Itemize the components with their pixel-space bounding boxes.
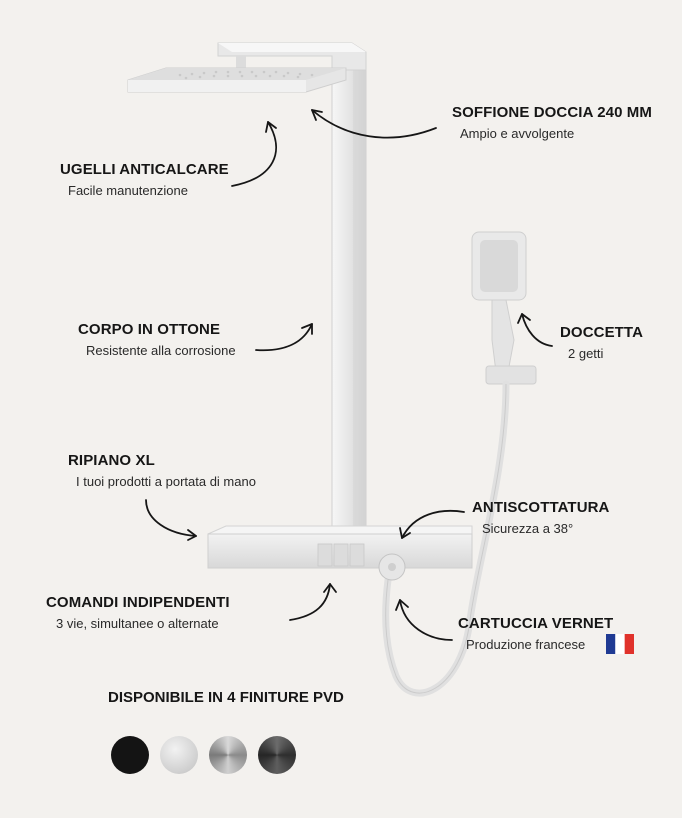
feature-corpo: CORPO IN OTTONE Resistente alla corrosio…	[78, 321, 236, 358]
feature-title: UGELLI ANTICALCARE	[60, 161, 229, 178]
feature-title: COMANDI INDIPENDENTI	[46, 594, 230, 611]
arrow-icon	[311, 109, 437, 139]
feature-ripiano: RIPIANO XL I tuoi prodotti a portata di …	[68, 452, 256, 489]
feature-comandi: COMANDI INDIPENDENTI 3 vie, simultanee o…	[46, 594, 230, 631]
arrow-icon	[255, 323, 313, 352]
finish-swatch-black[interactable]	[111, 736, 149, 774]
thermostatic-shelf	[207, 525, 473, 581]
feature-subtitle: Resistente alla corrosione	[86, 343, 236, 358]
rain-shower-head	[127, 67, 347, 93]
shower-arm	[217, 42, 367, 71]
feature-subtitle: Facile manutenzione	[68, 183, 188, 198]
feature-title: CORPO IN OTTONE	[78, 321, 221, 338]
shower-column	[331, 69, 367, 543]
arrow-icon	[517, 313, 553, 347]
feature-subtitle: I tuoi prodotti a portata di mano	[76, 474, 256, 489]
finish-swatch-gun-metal[interactable]	[258, 736, 296, 774]
arrow-icon	[145, 499, 197, 541]
feature-subtitle: Ampio e avvolgente	[460, 126, 575, 141]
arrow-icon	[289, 583, 337, 621]
finish-swatch-brushed-steel[interactable]	[209, 736, 247, 774]
hand-shower	[471, 231, 537, 385]
feature-cartuccia: CARTUCCIA VERNET Produzione francese	[458, 615, 613, 652]
feature-title: ANTISCOTTATURA	[472, 499, 610, 516]
feature-soffione: SOFFIONE DOCCIA 240 MM Ampio e avvolgent…	[452, 104, 652, 141]
feature-subtitle: Sicurezza a 38°	[482, 521, 574, 536]
feature-subtitle: Produzione francese	[466, 637, 586, 652]
feature-doccetta: DOCCETTA 2 getti	[560, 324, 643, 361]
feature-title: DOCCETTA	[560, 324, 644, 341]
finishes-title: DISPONIBILE IN 4 FINITURE PVD	[108, 689, 344, 706]
finish-swatch-white[interactable]	[160, 736, 198, 774]
feature-subtitle: 3 vie, simultanee o alternate	[56, 616, 219, 631]
feature-title: CARTUCCIA VERNET	[458, 615, 614, 632]
feature-antiscottatura: ANTISCOTTATURA Sicurezza a 38°	[472, 499, 610, 536]
france-flag-icon	[606, 634, 634, 654]
feature-subtitle: 2 getti	[568, 346, 604, 361]
arrow-icon	[231, 121, 277, 187]
arrow-icon	[395, 599, 453, 641]
arrow-icon	[399, 510, 465, 539]
feature-title: RIPIANO XL	[68, 452, 155, 469]
feature-title: SOFFIONE DOCCIA 240 MM	[452, 104, 652, 121]
feature-ugelli: UGELLI ANTICALCARE Facile manutenzione	[60, 161, 229, 198]
